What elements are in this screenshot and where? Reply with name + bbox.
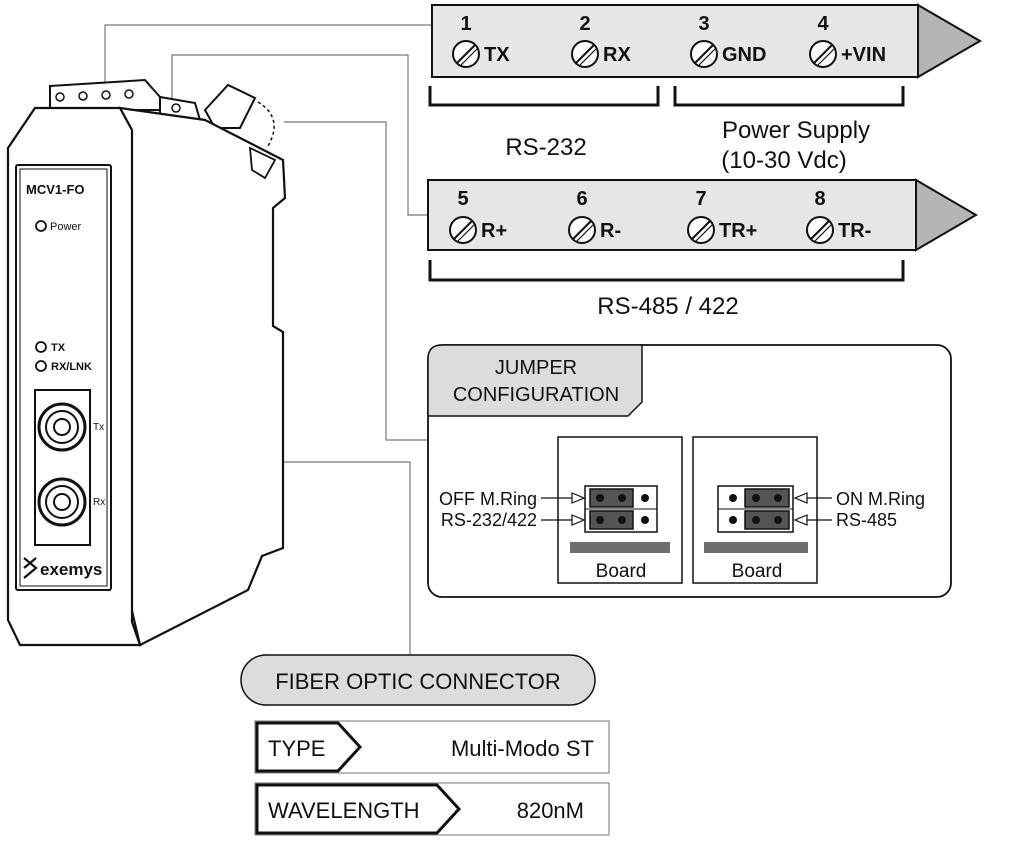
bottom-terminals: 5R+ 6R- 7TR+ 8TR-: [449, 188, 871, 244]
off-mring-label: OFF M.Ring: [439, 489, 537, 509]
port-tx-label: Tx: [93, 422, 104, 433]
jumper-cap: [589, 488, 634, 508]
jumper-panel: [427, 344, 952, 598]
right-pointer-arrows: [793, 492, 832, 526]
power-supply-label: Power Supply: [722, 117, 870, 144]
jumper-cap: [744, 488, 790, 508]
terminal-label: R-: [600, 220, 621, 242]
terminal-label: RX: [603, 44, 631, 66]
terminal-number: 2: [579, 13, 590, 35]
tx-led-label: TX: [51, 342, 66, 354]
brand-label: exemys: [40, 560, 102, 579]
on-mring-label: ON M.Ring: [836, 489, 925, 509]
power-led-icon: [35, 220, 47, 232]
terminal-number: 5: [457, 188, 468, 210]
power-led-label: Power: [50, 221, 82, 233]
terminal-screw-icon: [690, 40, 718, 68]
terminal-number: 6: [576, 188, 587, 210]
jumper-title-line1: JUMPER: [495, 357, 577, 379]
arrow-tip: [917, 3, 982, 79]
clip-arrow: [257, 101, 275, 147]
rs232-group-label: RS-232: [505, 134, 586, 161]
terminal-label: TR-: [838, 220, 871, 242]
board-right: [692, 436, 818, 584]
terminal-number: 4: [817, 13, 829, 35]
jumper-tab: [427, 344, 643, 417]
rs232-422-label: RS-232/422: [441, 510, 537, 530]
board-bar: [570, 542, 670, 553]
rs485-bracket: [428, 260, 905, 282]
terminal-screw-icon: [806, 216, 834, 244]
terminal-screw-icon: [568, 216, 596, 244]
terminal-number: 7: [695, 188, 706, 210]
rxlnk-led-icon: [35, 360, 47, 372]
top-brackets: [428, 86, 905, 107]
fiber-type-row: [254, 720, 610, 774]
fiber-title-pill: [240, 654, 596, 706]
board-bar: [704, 542, 808, 553]
terminal-block-top: [431, 3, 982, 79]
rs485-group-label: RS-485 / 422: [597, 293, 738, 320]
jumper-cap: [589, 510, 634, 530]
terminal-block-bottom: [427, 178, 978, 252]
board-left-label: Board: [596, 561, 647, 582]
board-left: [557, 436, 683, 584]
terminal-number: 8: [814, 188, 825, 210]
terminal-label: TX: [484, 44, 510, 66]
fiber-port-rx-icon: [37, 477, 87, 527]
terminal-label: R+: [481, 220, 507, 242]
fiber-title: FIBER OPTIC CONNECTOR: [275, 669, 561, 694]
fiber-type-value: Multi-Modo ST: [451, 736, 594, 761]
fiber-wavelength-key: WAVELENGTH: [268, 798, 420, 823]
fiber-wavelength-value: 820nM: [517, 798, 584, 823]
fiber-port-tx-icon: [37, 402, 87, 452]
terminal-label: +VIN: [841, 44, 886, 66]
device-module: MCV1-FO Power TX RX/LNK Tx Rx exemys: [6, 78, 287, 647]
terminal-screw-icon: [809, 40, 837, 68]
fiber-wavelength-row: [254, 782, 610, 836]
model-label: MCV1-FO: [26, 182, 85, 197]
terminal-screw-icon: [571, 40, 599, 68]
fiber-type-key: TYPE: [268, 736, 325, 761]
rs485-jumper-label: RS-485: [836, 510, 897, 530]
terminal-label: TR+: [719, 220, 757, 242]
jumper-cap: [744, 510, 790, 530]
power-range-label: (10-30 Vdc): [721, 147, 846, 174]
left-pointer-arrows: [541, 492, 586, 526]
terminal-number: 1: [460, 13, 471, 35]
tx-led-icon: [35, 341, 47, 353]
port-rx-label: Rx: [93, 497, 105, 508]
top-terminal-plug: [49, 78, 202, 121]
rxlnk-led-label: RX/LNK: [51, 361, 92, 373]
housing-back: [118, 106, 287, 647]
brand-logo-icon: [23, 557, 38, 579]
arrow-tip: [915, 178, 978, 252]
terminal-screw-icon: [449, 216, 477, 244]
jumper-title-line2: CONFIGURATION: [453, 384, 619, 406]
terminal-number: 3: [698, 13, 709, 35]
board-right-label: Board: [732, 561, 783, 582]
terminal-label: GND: [722, 44, 766, 66]
din-clip: [203, 83, 257, 129]
terminal-screw-icon: [687, 216, 715, 244]
terminal-screw-icon: [452, 40, 480, 68]
housing-right-detail: [248, 146, 277, 180]
